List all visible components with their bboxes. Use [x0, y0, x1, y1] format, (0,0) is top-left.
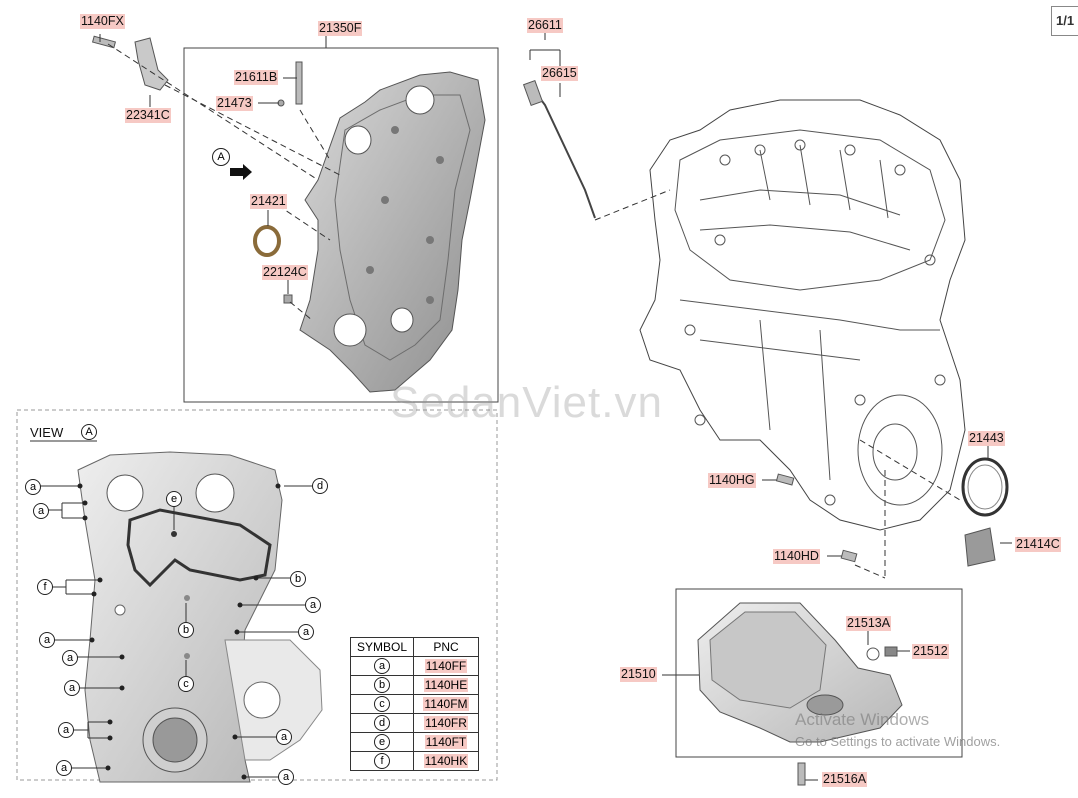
view-a-frame: [16, 409, 498, 781]
page-indicator[interactable]: 1/1: [1051, 6, 1078, 36]
table-symbol: d: [374, 715, 390, 731]
table-row: d 1140FR: [350, 713, 479, 733]
part-label-21421[interactable]: 21421: [250, 194, 287, 209]
timing-cover-illustration: [299, 71, 486, 393]
oil-pan-illustration: [697, 602, 903, 743]
part-label-1140hd[interactable]: 1140HD: [773, 549, 820, 564]
table-row: c 1140FM: [350, 694, 479, 714]
view-title: VIEW: [30, 425, 63, 440]
part-label-21443[interactable]: 21443: [968, 431, 1005, 446]
view-symbol-a: a: [305, 597, 321, 613]
view-symbol-a: a: [276, 729, 292, 745]
view-symbol-d: d: [312, 478, 328, 494]
table-header-row: SYMBOL PNC: [350, 637, 479, 657]
view-symbol: A: [81, 424, 97, 440]
leader-lines: [99, 30, 1012, 781]
cover-21414c: [964, 527, 996, 567]
activation-title: Activate Windows: [795, 710, 930, 729]
oil-pan-frame: [675, 588, 963, 758]
view-symbol-a: a: [64, 680, 80, 696]
view-symbol-c: c: [178, 676, 194, 692]
table-symbol: a: [374, 658, 390, 674]
view-symbol-a: a: [56, 760, 72, 776]
table-pnc[interactable]: 1140FR: [424, 716, 468, 730]
table-row: e 1140FT: [350, 732, 479, 752]
view-symbol-a: a: [298, 624, 314, 640]
table-header-pnc: PNC: [413, 637, 479, 657]
part-label-22341c[interactable]: 22341C: [125, 108, 171, 123]
part-label-21513a[interactable]: 21513A: [846, 616, 892, 631]
view-symbol-b: b: [290, 571, 306, 587]
activation-subtitle: Go to Settings to activate Windows.: [795, 734, 1001, 749]
view-title-text: VIEW: [30, 425, 64, 440]
view-symbol-f: f: [37, 579, 53, 595]
table-pnc[interactable]: 1140FF: [424, 659, 468, 673]
view-symbol-e: e: [166, 491, 182, 507]
table-symbol: e: [374, 734, 390, 750]
part-label-21512[interactable]: 21512: [912, 644, 949, 659]
table-header-symbol: SYMBOL: [350, 637, 414, 657]
view-a-cover-illustration: [77, 451, 323, 783]
callout-a-symbol: A: [212, 148, 230, 166]
view-symbol-a: a: [33, 503, 49, 519]
dipstick: [529, 84, 596, 219]
part-label-1140hg[interactable]: 1140HG: [708, 473, 756, 488]
part-label-21510[interactable]: 21510: [620, 667, 657, 682]
part-label-26611[interactable]: 26611: [527, 18, 563, 33]
part-label-22124c[interactable]: 22124C: [262, 265, 308, 280]
table-pnc[interactable]: 1140FT: [424, 735, 468, 749]
part-label-21516a[interactable]: 21516A: [822, 772, 868, 787]
symbol-pnc-table: SYMBOL PNC a 1140FF b 1140HE c 1140FM d …: [350, 637, 479, 771]
view-a-bolt-points: [77, 483, 281, 780]
engine-block-illustration: [639, 99, 966, 531]
timing-cover-frame: [183, 47, 499, 403]
table-row: b 1140HE: [350, 675, 479, 695]
view-symbol-a: a: [39, 632, 55, 648]
table-symbol: b: [374, 677, 390, 693]
table-pnc[interactable]: 1140FM: [423, 697, 469, 711]
table-row: f 1140HK: [350, 751, 479, 771]
view-symbol-a: a: [25, 479, 41, 495]
seal-21443: [961, 457, 1009, 517]
table-pnc[interactable]: 1140HE: [423, 678, 469, 692]
part-label-1140fx[interactable]: 1140FX: [80, 14, 125, 29]
seal-21421: [253, 225, 281, 257]
view-symbol-a: a: [58, 722, 74, 738]
part-label-21350f[interactable]: 21350F: [318, 21, 363, 36]
view-symbol-a: a: [62, 650, 78, 666]
bracket-22341c: [134, 37, 169, 91]
table-symbol: c: [374, 696, 390, 712]
part-label-21414c[interactable]: 21414C: [1015, 537, 1061, 552]
part-label-21473[interactable]: 21473: [216, 96, 253, 111]
table-row: a 1140FF: [350, 656, 479, 676]
table-symbol: f: [374, 753, 390, 769]
part-label-21611b[interactable]: 21611B: [234, 70, 279, 85]
view-symbol-b: b: [178, 622, 194, 638]
part-label-26615[interactable]: 26615: [541, 66, 578, 81]
view-symbol-a: a: [278, 769, 294, 785]
arrow-view-a: [230, 164, 252, 180]
watermark: SedanViet.vn: [390, 378, 663, 427]
view-a-leaders: [40, 485, 312, 778]
table-pnc[interactable]: 1140HK: [423, 754, 469, 768]
